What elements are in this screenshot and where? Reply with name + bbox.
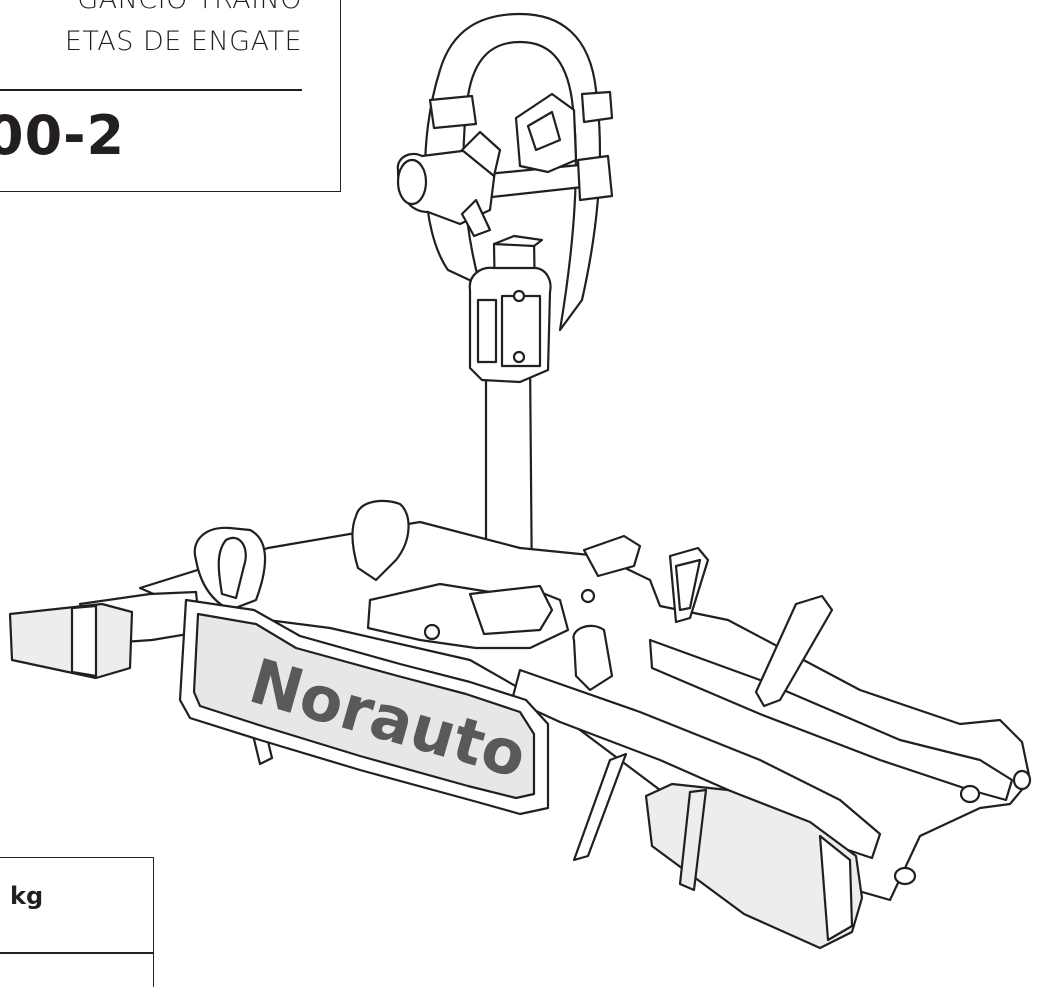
spec-table: kg bbox=[0, 857, 154, 987]
carrier-base bbox=[8, 499, 1032, 902]
title-line-2: ETAS DE ENGATE bbox=[64, 26, 302, 57]
title-block: GANCIO TRAINO ETAS DE ENGATE 00-2 bbox=[0, 0, 341, 192]
title-line-1: GANCIO TRAINO bbox=[77, 0, 302, 15]
weight-unit: kg bbox=[10, 882, 44, 910]
model-number: 00-2 bbox=[0, 104, 126, 167]
frame-arm bbox=[396, 12, 614, 332]
spec-table-row-divider bbox=[0, 952, 153, 954]
title-divider bbox=[0, 89, 302, 91]
